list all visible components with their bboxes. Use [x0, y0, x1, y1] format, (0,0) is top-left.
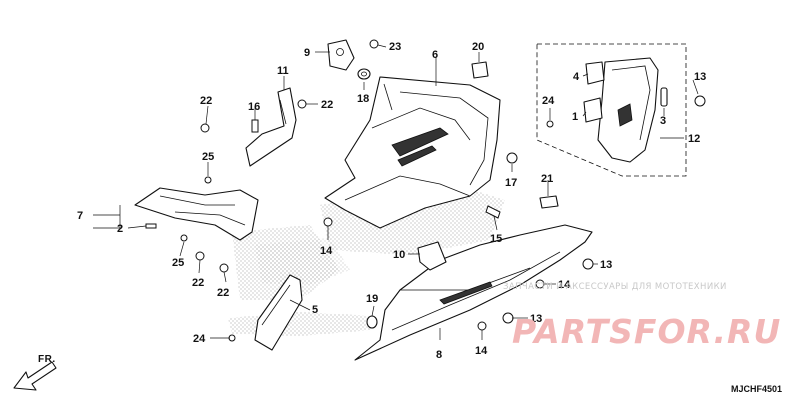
callout-23: 23: [389, 41, 401, 53]
watermark-caption: ЗАПЧАСТИ И АКСЕССУАРЫ ДЛЯ МОТОТЕХНИКИ: [503, 282, 727, 292]
callout-13b: 13: [600, 259, 612, 271]
callout-18: 18: [357, 93, 369, 105]
part-10-bracket[interactable]: [417, 241, 447, 271]
callouts: 1 2 3 4 5 6 7 8 9 10 11 12 13 13 13 14 1…: [77, 41, 706, 361]
arrow-icon: [13, 361, 57, 391]
part-16-bolt[interactable]: [251, 119, 259, 133]
callout-19: 19: [366, 293, 378, 305]
part-7-side-cowl-inner[interactable]: [134, 187, 259, 241]
callout-14a: 14: [320, 245, 333, 257]
callout-22a: 22: [200, 95, 212, 107]
part-9-clip[interactable]: [327, 39, 355, 71]
part-15-screw[interactable]: [485, 205, 501, 219]
callout-7: 7: [77, 210, 83, 222]
callout-6: 6: [432, 49, 438, 61]
callout-11: 11: [277, 65, 289, 77]
callout-20: 20: [472, 41, 484, 53]
callout-24b: 24: [193, 333, 206, 345]
callout-21: 21: [541, 173, 553, 185]
part-6-upper-cowl[interactable]: [324, 76, 501, 229]
callout-12: 12: [688, 133, 700, 145]
callout-2: 2: [117, 223, 123, 235]
part-4-seal[interactable]: [585, 61, 605, 85]
callout-24a: 24: [542, 95, 555, 107]
callout-3: 3: [660, 115, 666, 127]
watermark-logo: PARTSFOR.RU: [512, 312, 782, 351]
front-label: FR.: [38, 354, 56, 365]
callout-13a: 13: [694, 71, 706, 83]
inset-frame: [536, 43, 687, 177]
callout-13c: 13: [530, 313, 542, 325]
part-17-screw[interactable]: [506, 152, 518, 164]
part-19-clip[interactable]: [366, 315, 378, 329]
part-12-inset-cover[interactable]: [597, 57, 659, 163]
part-5-lower-inner-panel[interactable]: [254, 274, 303, 351]
callout-16: 16: [248, 101, 260, 113]
front-direction-arrow: FR.: [13, 354, 57, 391]
part-1-seal[interactable]: [583, 97, 603, 123]
callout-15: 15: [490, 233, 502, 245]
callout-1: 1: [572, 111, 578, 123]
fasteners: [145, 39, 594, 342]
callout-4: 4: [573, 71, 580, 83]
callout-22c: 22: [192, 277, 204, 289]
callout-25a: 25: [202, 151, 214, 163]
callout-14b: 14: [558, 279, 571, 291]
part-11-bracket[interactable]: [245, 87, 297, 167]
callout-14c: 14: [475, 345, 488, 357]
callout-9: 9: [304, 47, 310, 59]
part-18-grommet[interactable]: [357, 68, 371, 80]
callout-22b: 22: [321, 99, 333, 111]
leader-lines: [93, 44, 699, 340]
callout-25b: 25: [172, 257, 184, 269]
callout-8: 8: [436, 349, 442, 361]
part-20-clip-nut[interactable]: [471, 61, 489, 79]
callout-10: 10: [393, 249, 405, 261]
callout-22d: 22: [217, 287, 229, 299]
part-21-clip-nut[interactable]: [539, 195, 559, 209]
part-3-grommet[interactable]: [660, 87, 668, 107]
callout-17: 17: [505, 177, 517, 189]
callout-5: 5: [312, 304, 318, 316]
part-8-under-cowl[interactable]: [354, 224, 593, 361]
diagram-code: MJCHF4501: [731, 384, 782, 394]
part-13-screw-inset[interactable]: [694, 95, 706, 107]
